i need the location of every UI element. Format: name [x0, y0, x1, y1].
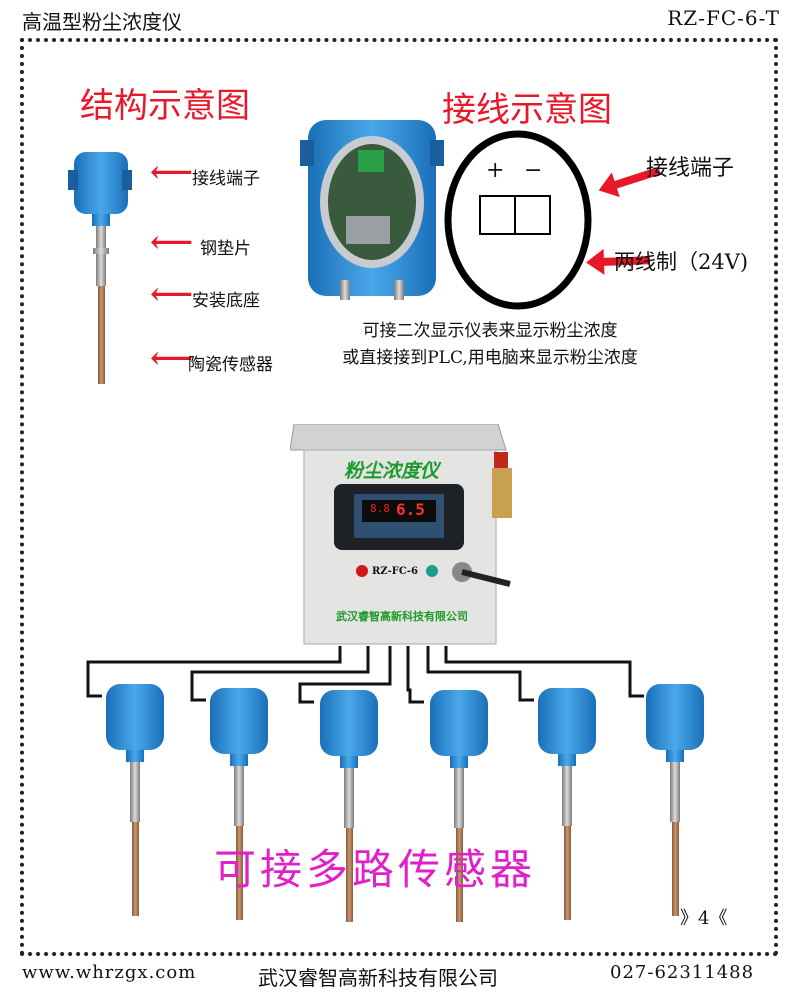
- multi-sensor-text: 可接多路传感器: [214, 845, 537, 894]
- instrument-cabinet: [290, 424, 511, 645]
- sensor-structure-illustration: [68, 152, 132, 384]
- sensor-3: [320, 690, 378, 922]
- sensor-4: [430, 690, 488, 922]
- structure-title: 结构示意图: [80, 86, 250, 126]
- wiring-title: 接线示意图: [442, 90, 612, 130]
- model-number: RZ-FC-6-T: [667, 6, 780, 30]
- caption-line-1: 可接二次显示仪表来显示粉尘浓度: [362, 321, 618, 341]
- label-terminal: 接线端子: [192, 169, 260, 189]
- footer-company: 武汉睿智高新科技有限公司: [258, 966, 498, 990]
- terminal-housing-photo: [300, 120, 444, 300]
- arrow-left-icon: ⟵: [150, 277, 194, 312]
- sensor-2: [210, 688, 268, 920]
- cabinet-company: 武汉睿智高新科技有限公司: [336, 610, 468, 623]
- document-title: 高温型粉尘浓度仪: [22, 10, 182, 34]
- label-steel-washer: 钢垫片: [200, 239, 251, 259]
- label-ceramic-sensor: 陶瓷传感器: [188, 355, 273, 375]
- arrow-left-icon: ⟵: [150, 155, 194, 190]
- terminal-plus: +: [486, 158, 505, 183]
- label-mounting-base: 安装底座: [192, 291, 260, 311]
- caption-line-2: 或直接接到PLC,用电脑来显示粉尘浓度: [342, 348, 638, 368]
- footer-phone: 027-62311488: [610, 962, 755, 983]
- footer-website: www.whrzgx.com: [22, 962, 197, 983]
- page-frame: [20, 38, 778, 956]
- cabinet-model: RZ-FC-6: [372, 566, 418, 577]
- page-number: 》4《: [680, 908, 728, 929]
- wiring-terminal-diagram: [444, 130, 592, 310]
- alarm-light: [492, 452, 512, 518]
- display-small-readout: 8.8: [370, 502, 390, 515]
- wiring-terminal-label: 接线端子: [646, 156, 735, 181]
- sensor-6: [646, 684, 704, 916]
- arrow-left-icon: ⟵: [150, 225, 194, 260]
- sensor-1: [106, 684, 164, 916]
- sensor-5: [538, 688, 596, 920]
- cabinet-title: 粉尘浓度仪: [344, 460, 440, 482]
- two-wire-label: 两线制（24V): [614, 250, 749, 274]
- terminal-minus: −: [524, 158, 543, 183]
- arrow-left-icon: ⟵: [150, 341, 194, 376]
- display-readout: 6.5: [396, 500, 425, 519]
